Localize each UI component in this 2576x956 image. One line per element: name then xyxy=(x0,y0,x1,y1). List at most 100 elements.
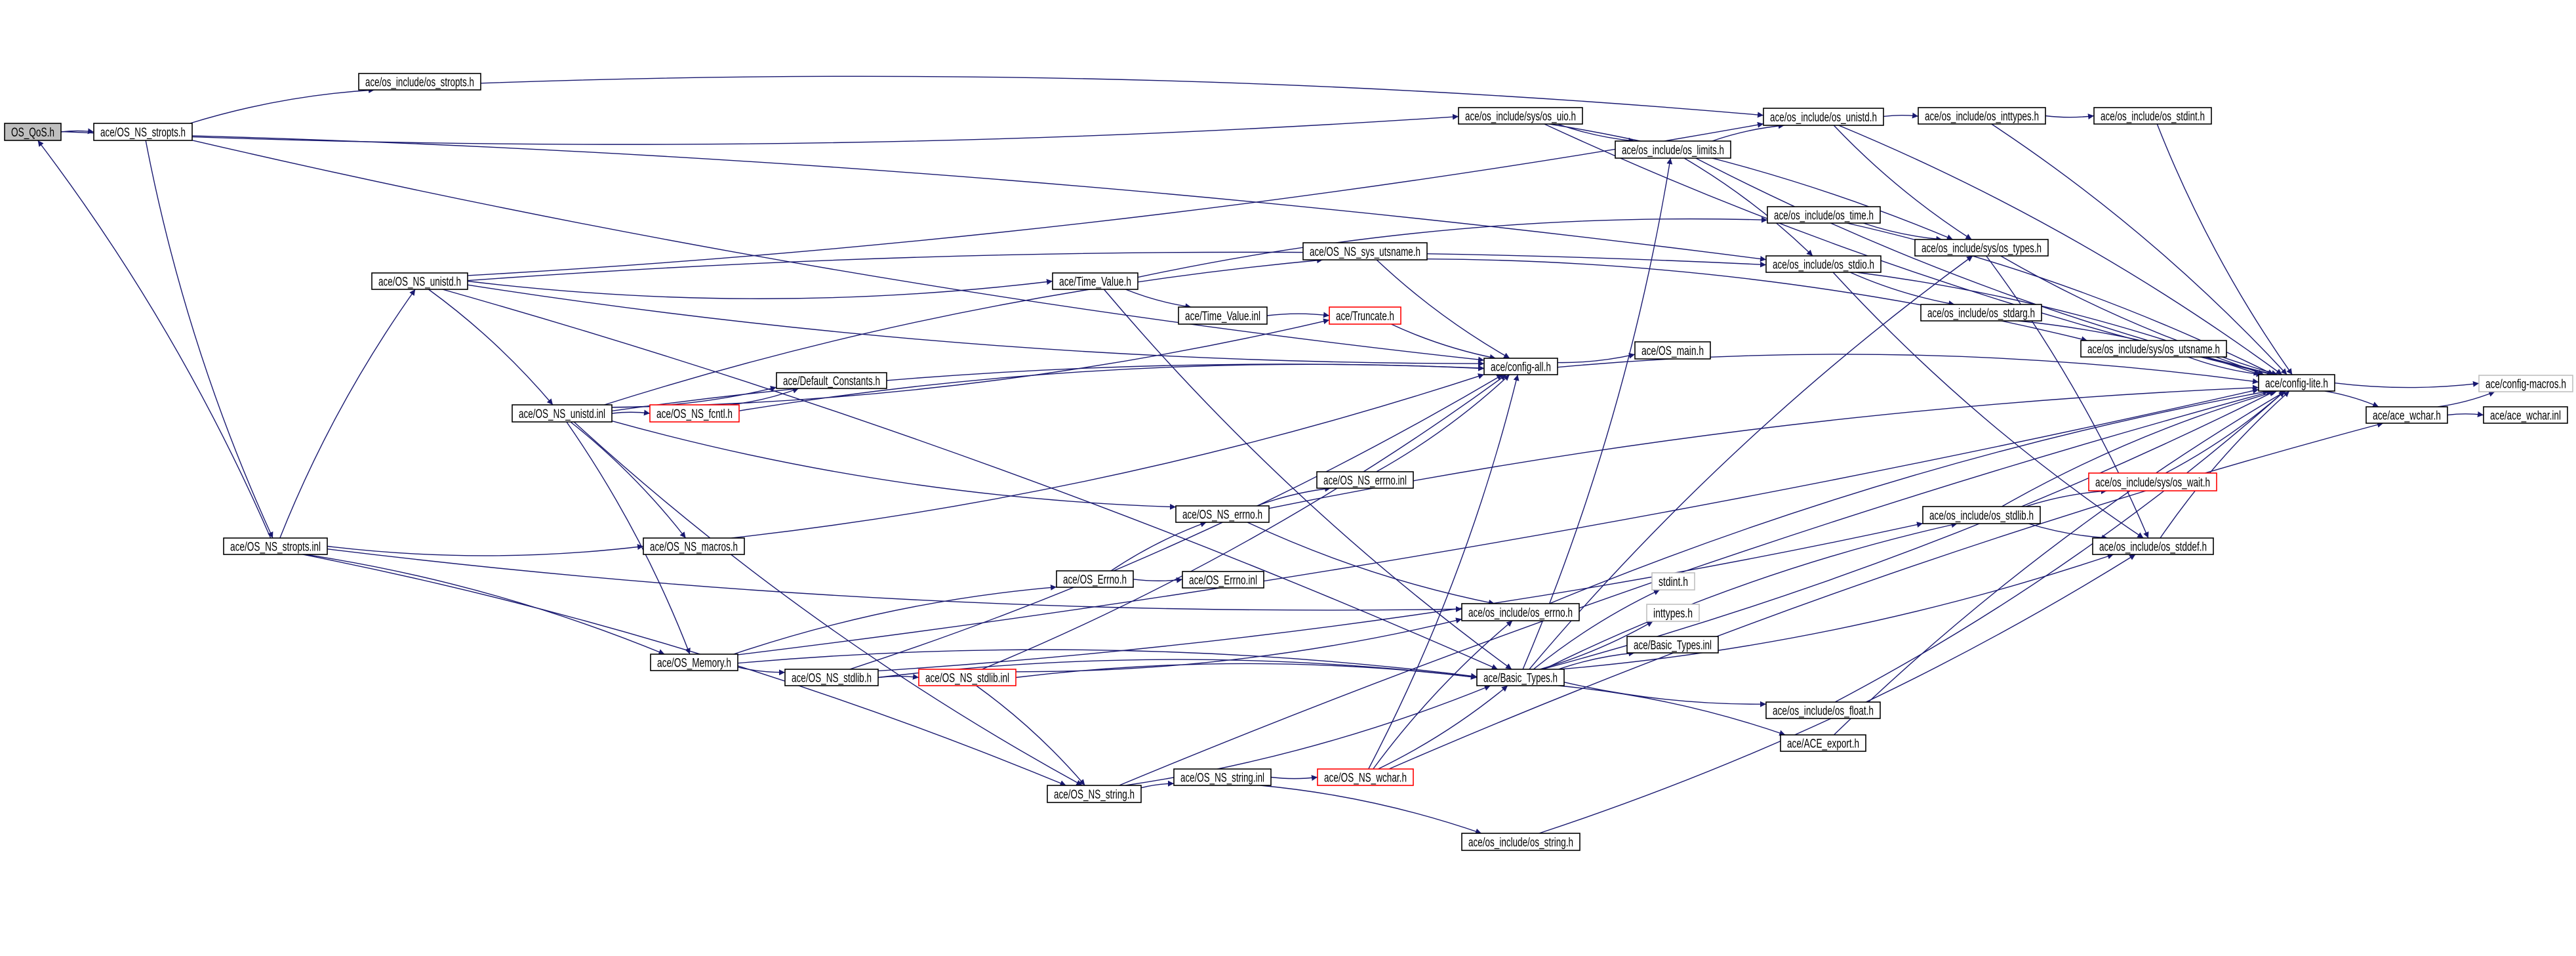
node-os-stddef[interactable]: ace/os_include/os_stddef.h xyxy=(2092,537,2214,555)
include-edge-os_stropts-to-os_unistd xyxy=(480,75,1764,118)
node-box xyxy=(918,669,1016,686)
include-edge-ns_unistd_inl-to-ns_sys_utsname xyxy=(604,257,1323,405)
include-edge-os_utsname-to-config_lite xyxy=(2188,356,2263,377)
include-edge-os_unistd-to-os_inttypes xyxy=(1883,112,1919,119)
node-os-stdint[interactable]: ace/os_include/os_stdint.h xyxy=(2093,107,2212,125)
node-box xyxy=(1461,603,1580,621)
node-os-main[interactable]: ace/OS_main.h xyxy=(1634,341,1711,360)
include-edge-time_value_h-to-os_time xyxy=(1137,217,1768,278)
node-ace-wchar-inl[interactable]: ace/ace_wchar.inl xyxy=(2483,406,2568,424)
include-edge-os_float-to-config_lite xyxy=(1834,390,2285,703)
include-edge-time_value_inl-to-truncate xyxy=(1266,312,1330,318)
node-box xyxy=(1780,734,1866,752)
include-edge-basic_types_h-to-config_lite xyxy=(1542,390,2276,670)
node-config-macros[interactable]: ace/config-macros.h xyxy=(2478,375,2573,392)
include-edge-ns_unistd_inl-to-default_constants xyxy=(611,385,777,408)
node-os-uio[interactable]: ace/os_include/sys/os_uio.h xyxy=(1458,107,1583,125)
node-os-types[interactable]: ace/os_include/sys/os_types.h xyxy=(1914,239,2049,257)
node-os-string[interactable]: ace/os_include/os_string.h xyxy=(1461,833,1580,851)
node-box xyxy=(1646,604,1700,622)
node-box xyxy=(2483,406,2568,424)
node-ns-fcntl[interactable]: ace/OS_NS_fcntl.h xyxy=(649,404,740,423)
include-edge-ns_errno_h-to-os_errno xyxy=(1247,522,1495,606)
node-time-value-h[interactable]: ace/Time_Value.h xyxy=(1052,272,1138,290)
node-ns-stdlib-inl[interactable]: ace/OS_NS_stdlib.inl xyxy=(918,669,1016,686)
node-label: stdint.h xyxy=(1659,575,1688,589)
node-ns-macros[interactable]: ace/OS_NS_macros.h xyxy=(643,537,745,555)
node-config-all[interactable]: ace/config-all.h xyxy=(1483,358,1558,375)
node-ns-errno-h[interactable]: ace/OS_NS_errno.h xyxy=(1175,505,1270,523)
include-edge-os_stdio-to-os_stdarg xyxy=(1849,272,1955,306)
node-box xyxy=(1458,107,1583,125)
include-edge-os_memory-to-config_lite xyxy=(737,388,2259,655)
node-ns-string-h[interactable]: ace/OS_NS_string.h xyxy=(1047,785,1142,803)
node-default-constants[interactable]: ace/Default_Constants.h xyxy=(776,372,887,389)
node-truncate[interactable]: ace/Truncate.h xyxy=(1329,306,1401,325)
node-os-inttypes[interactable]: ace/os_include/os_inttypes.h xyxy=(1918,107,2046,125)
node-config-lite[interactable]: ace/config-lite.h xyxy=(2258,374,2335,392)
include-edge-ns_sys_utsname-to-os_utsname xyxy=(1426,258,2087,343)
include-edge-time_value_h-to-time_value_inl xyxy=(1125,289,1192,310)
node-ns-stropts-inl[interactable]: ace/OS_NS_stropts.inl xyxy=(223,537,328,555)
node-ns-wchar[interactable]: ace/OS_NS_wchar.h xyxy=(1317,768,1414,786)
node-ace-export[interactable]: ace/ACE_export.h xyxy=(1780,734,1866,752)
include-edge-ace_export-to-config_lite xyxy=(1833,390,2286,736)
node-os-memory[interactable]: ace/OS_Memory.h xyxy=(650,654,738,671)
node-label: ace/OS_NS_wchar.h xyxy=(1324,772,1407,785)
include-edge-os_types-to-config_lite xyxy=(2000,255,2278,376)
include-edge-basic_types_h-to-os_limits xyxy=(1522,157,1673,670)
node-box xyxy=(223,537,328,555)
node-os-errno-ace-inl[interactable]: ace/OS_Errno.inl xyxy=(1182,571,1264,589)
node-label: ace/os_include/sys/os_utsname.h xyxy=(2087,343,2220,357)
node-label: inttypes.h xyxy=(1653,607,1693,621)
node-box xyxy=(1052,272,1138,290)
include-edge-ns_unistd_inl-to-config_all xyxy=(611,364,1485,411)
include-edge-ns_wchar-to-config_all xyxy=(1368,374,1519,770)
node-box xyxy=(643,537,745,555)
include-edge-os_string-to-os_stddef xyxy=(1539,554,2136,834)
node-ns-sys-utsname[interactable]: ace/OS_NS_sys_utsname.h xyxy=(1302,242,1428,260)
node-os-stdlib[interactable]: ace/os_include/os_stdlib.h xyxy=(1922,506,2041,524)
node-ns-unistd-inl[interactable]: ace/OS_NS_unistd.inl xyxy=(512,404,613,423)
node-basic-types-inl[interactable]: ace/Basic_Types.inl xyxy=(1626,636,1719,654)
include-edge-ns_stropts_h-to-ns_stropts_inl xyxy=(145,140,273,539)
node-os-utsname[interactable]: ace/os_include/sys/os_utsname.h xyxy=(2080,340,2227,358)
node-os-stropts[interactable]: ace/os_include/os_stropts.h xyxy=(358,73,481,91)
include-edge-ns_string_inl-to-os_string xyxy=(1260,785,1482,835)
node-label: ace/os_include/os_time.h xyxy=(1774,209,1874,223)
node-inttypes[interactable]: inttypes.h xyxy=(1646,604,1700,622)
include-edge-os_stdlib-to-config_lite xyxy=(2002,390,2278,507)
node-ns-unistd-h[interactable]: ace/OS_NS_unistd.h xyxy=(371,272,468,290)
node-basic-types-h[interactable]: ace/Basic_Types.h xyxy=(1476,669,1565,686)
node-stdint[interactable]: stdint.h xyxy=(1651,572,1695,591)
node-ace-wchar-h[interactable]: ace/ace_wchar.h xyxy=(2365,406,2448,424)
node-os-stdarg[interactable]: ace/os_include/os_stdarg.h xyxy=(1920,304,2042,322)
node-ns-stropts-h[interactable]: ace/OS_NS_stropts.h xyxy=(93,123,193,141)
node-qos[interactable]: OS_QoS.h xyxy=(4,123,62,141)
node-label: ace/OS_NS_string.inl xyxy=(1180,772,1264,785)
include-edge-ns_unistd_h-to-os_unistd xyxy=(467,121,1764,276)
node-ns-string-inl[interactable]: ace/OS_NS_string.inl xyxy=(1173,768,1272,786)
include-edge-os_unistd-to-config_lite xyxy=(1838,125,2283,375)
node-label: ace/Basic_Types.h xyxy=(1483,672,1558,686)
include-edge-config_lite-to-ace_wchar_h xyxy=(2324,390,2379,407)
node-os-stdio[interactable]: ace/os_include/os_stdio.h xyxy=(1765,255,1882,273)
node-label: ace/ACE_export.h xyxy=(1787,738,1859,751)
node-os-limits[interactable]: ace/os_include/os_limits.h xyxy=(1615,140,1731,159)
node-os-unistd[interactable]: ace/os_include/os_unistd.h xyxy=(1763,108,1884,126)
node-label: ace/os_include/os_limits.h xyxy=(1622,144,1724,157)
include-edge-ns_unistd_inl-to-ns_fcntl xyxy=(611,409,651,416)
node-os-errno[interactable]: ace/os_include/os_errno.h xyxy=(1461,603,1580,621)
node-ns-stdlib-h[interactable]: ace/OS_NS_stdlib.h xyxy=(784,669,879,686)
node-label: ace/os_include/sys/os_wait.h xyxy=(2095,476,2210,490)
node-os-errno-ace[interactable]: ace/OS_Errno.h xyxy=(1056,570,1134,588)
include-edge-os_errno_ace-to-os_errno_ace_inl xyxy=(1133,577,1183,583)
node-label: ace/OS_Errno.h xyxy=(1063,573,1127,587)
node-time-value-inl[interactable]: ace/Time_Value.inl xyxy=(1178,306,1268,325)
node-os-float[interactable]: ace/os_include/os_float.h xyxy=(1765,701,1881,719)
include-edge-ns_errno_h-to-ns_errno_inl xyxy=(1257,486,1331,507)
node-label: ace/OS_main.h xyxy=(1641,344,1704,358)
node-ns-errno-inl[interactable]: ace/OS_NS_errno.inl xyxy=(1316,471,1414,489)
node-os-wait[interactable]: ace/os_include/sys/os_wait.h xyxy=(2088,472,2217,491)
node-os-time[interactable]: ace/os_include/os_time.h xyxy=(1767,206,1881,224)
